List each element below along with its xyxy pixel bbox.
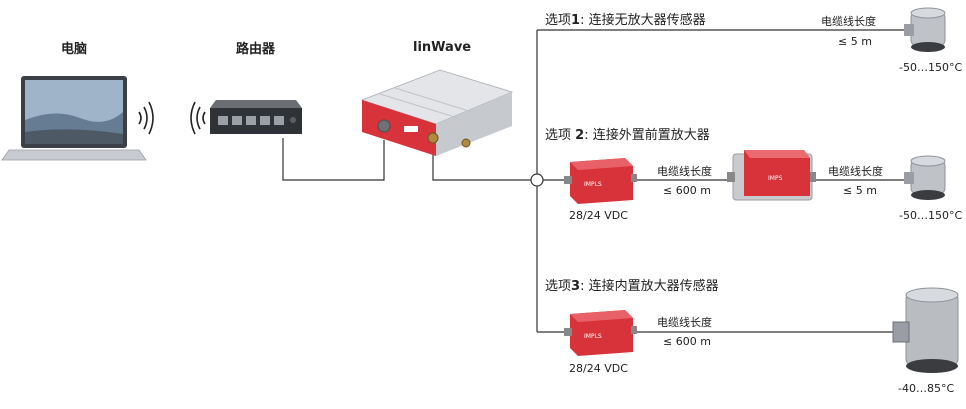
option3-text: : 连接内置放大器传感器 — [580, 279, 719, 294]
router-label: 路由器 — [236, 42, 276, 57]
option3-number: 3 — [571, 279, 581, 294]
option1-prefix: 选项 — [545, 13, 572, 28]
amplifier-icon-opt3: IMPLS — [564, 310, 637, 356]
opt1-temp-range: -50…150°C — [899, 61, 963, 74]
svg-text:IMPLS: IMPLS — [584, 181, 602, 188]
router-linwave-cable — [282, 138, 385, 181]
option2-title: 选项 2: 连接外置前置放大器 — [545, 124, 710, 143]
opt2-cable2-length: ≤ 5 m — [843, 184, 877, 197]
sensor-icon-opt3 — [892, 287, 959, 373]
option3-prefix: 选项 — [545, 279, 572, 294]
svg-text:IMPLS: IMPLS — [584, 333, 602, 340]
network-switch-icon — [210, 100, 302, 134]
opt2-supply-label: 28/24 VDC — [569, 209, 628, 222]
sensor-icon-opt2 — [904, 155, 946, 200]
opt2-temp-range: -50…150°C — [899, 209, 963, 222]
wifi-waves-icon-2 — [190, 101, 206, 135]
option2-text: : 连接外置前置放大器 — [584, 128, 710, 143]
option3-title: 选项3: 连接内置放大器传感器 — [545, 275, 719, 294]
opt1-cable-length: ≤ 5 m — [838, 35, 872, 48]
daq-box-icon — [360, 69, 514, 156]
option1-number: 1 — [571, 13, 581, 28]
wifi-waves-icon — [138, 101, 154, 135]
opt3-temp-range: -40…85°C — [898, 382, 955, 395]
opt3-cable-length: ≤ 600 m — [663, 335, 711, 348]
option2-prefix: 选项 — [545, 128, 576, 143]
option1-text: : 连接无放大器传感器 — [580, 13, 706, 28]
sensor-icon-opt1 — [904, 7, 946, 52]
opt2-cable1-label: 电缆线长度 — [657, 165, 712, 178]
preamplifier-icon-opt2: IMPS — [727, 150, 816, 201]
opt1-cable-label: 电缆线长度 — [821, 15, 876, 28]
laptop-icon — [1, 76, 147, 161]
option1-title: 选项1: 连接无放大器传感器 — [545, 9, 706, 28]
svg-text:IMPS: IMPS — [768, 175, 783, 182]
amplifier-icon-opt2: IMPLS — [564, 158, 637, 204]
opt2-cable1-length: ≤ 600 m — [663, 184, 711, 197]
computer-label: 电脑 — [61, 42, 88, 57]
linwave-label: linWave — [413, 40, 472, 55]
opt2-cable2-label: 电缆线长度 — [828, 165, 883, 178]
junction-node — [530, 173, 544, 187]
option2-number: 2 — [575, 128, 585, 143]
opt3-cable-label: 电缆线长度 — [657, 316, 712, 329]
opt3-supply-label: 28/24 VDC — [569, 362, 628, 375]
